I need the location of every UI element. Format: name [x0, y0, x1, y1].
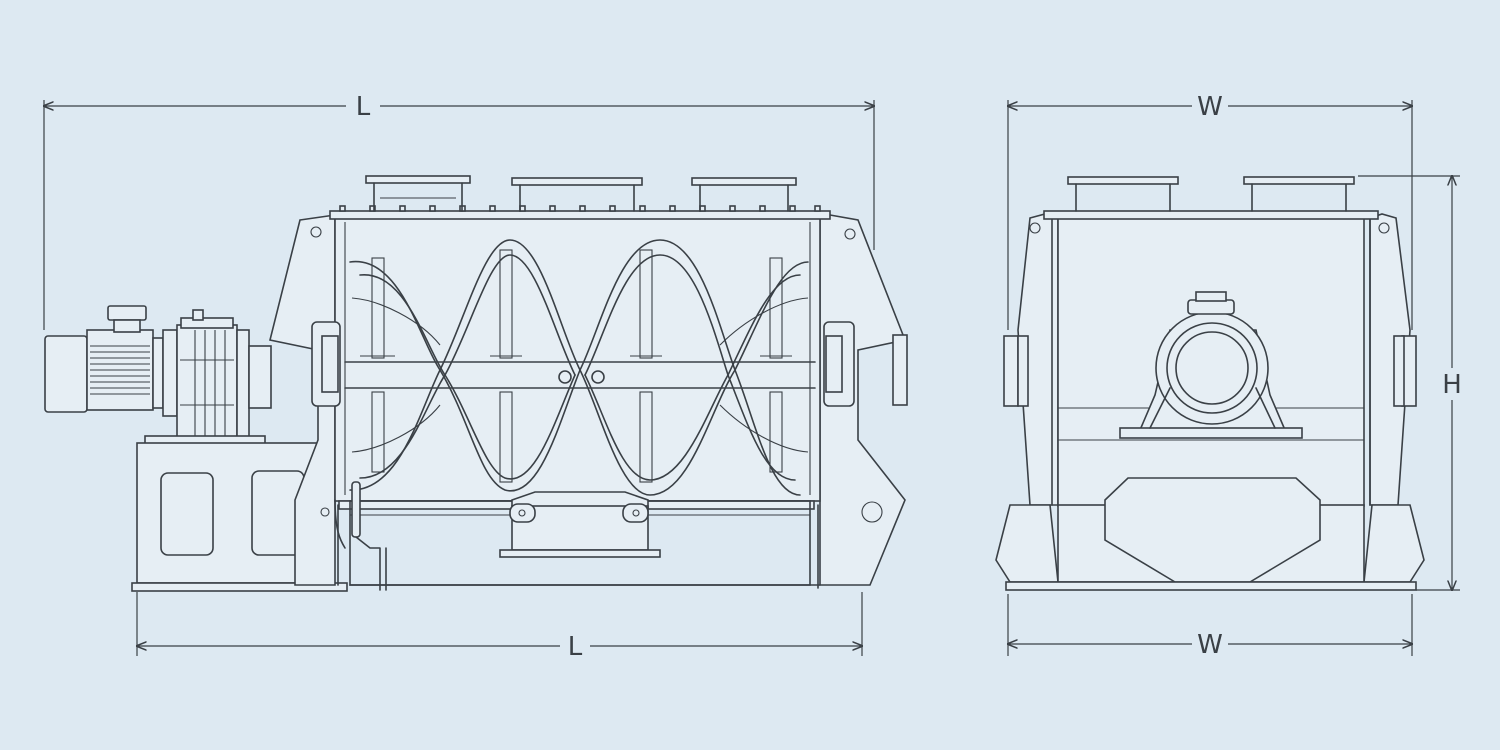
bearing-right — [823, 321, 908, 407]
end-bearing-housing-icon — [1119, 291, 1303, 439]
top-cover — [329, 205, 831, 220]
agitator-spokes — [360, 249, 792, 483]
dimension-label-height: H — [1442, 370, 1462, 400]
dimension-label-width-bottom: W — [1197, 630, 1223, 660]
dimension-label-width-top: W — [1197, 92, 1223, 122]
inlet-port-1 — [365, 175, 471, 212]
end-view-top-cover — [1043, 176, 1379, 220]
dimension-label-length-top: L — [356, 92, 371, 122]
helical-ribbons — [349, 239, 809, 496]
discharge-handle-icon — [351, 481, 387, 591]
inlet-port-2 — [511, 177, 643, 212]
end-view-base — [995, 477, 1425, 591]
bearing-left — [311, 321, 341, 407]
end-view-frame — [1003, 213, 1417, 506]
cover-bolts — [339, 205, 821, 212]
end-view — [995, 176, 1425, 591]
motor-icon — [44, 305, 178, 417]
discharge-valve — [499, 491, 661, 558]
mixer-shaft — [344, 361, 816, 389]
inlet-port-3 — [691, 177, 797, 212]
dimension-lines — [44, 100, 1460, 656]
dimension-label-length-bottom: L — [568, 632, 583, 662]
side-view — [44, 175, 908, 592]
base-stand — [131, 442, 348, 592]
